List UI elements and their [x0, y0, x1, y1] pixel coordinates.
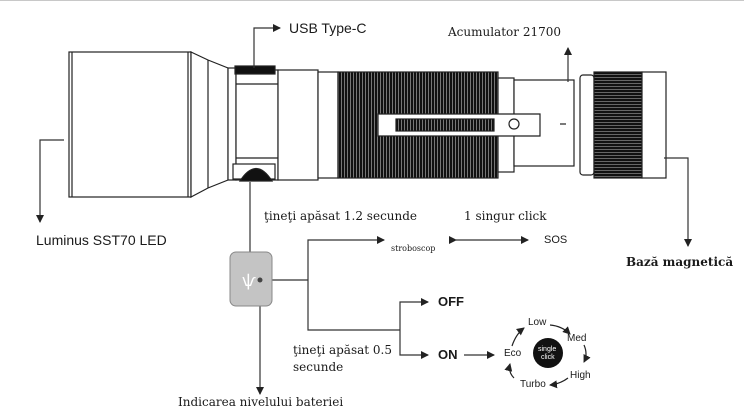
tail-knurl: [593, 71, 643, 179]
led-arrow: [36, 139, 64, 223]
flashlight-head: [68, 51, 237, 198]
on-label: ON: [438, 347, 458, 362]
strobe-label: stroboscop: [391, 244, 436, 253]
mode-cycle-arrows: [504, 324, 591, 389]
single-click-label: 1 singur click: [464, 209, 547, 223]
off-label: OFF: [438, 294, 464, 309]
magnetic-base-label: Bază magnetică: [626, 255, 734, 269]
head-taper: [190, 51, 229, 198]
flashlight-body: [277, 69, 575, 181]
led-label: Luminus SST70 LED: [36, 232, 167, 248]
single-click-line1: single: [538, 346, 557, 353]
battery-level-label: Indicarea nivelului bateriei: [178, 395, 344, 409]
tail-cap: [579, 71, 667, 179]
to-strobe-arrow: [307, 236, 385, 280]
hold-short-line1: ţineţi apăsat 0.5: [293, 343, 392, 357]
mode-turbo: Turbo: [520, 379, 546, 390]
mode-button-box: ѱ: [229, 251, 273, 307]
mode-high: High: [570, 370, 591, 381]
switch-collar: [232, 65, 279, 182]
lens-bezel: [68, 51, 192, 198]
mode-eco: Eco: [504, 348, 522, 359]
sos-label: SOS: [544, 234, 568, 246]
hold-short-line2: secunde: [293, 360, 344, 374]
side-switch: [238, 167, 274, 182]
mode-button: [229, 251, 273, 307]
single-click-circle: [533, 338, 563, 368]
to-on-arrow: [399, 330, 429, 359]
battery-indicator-icon: ѱ: [242, 271, 256, 290]
usb-arrow: [253, 24, 281, 68]
single-click-line2: click: [541, 354, 555, 361]
usb-port-cover: [234, 65, 276, 75]
magnetic-arrow: [664, 157, 692, 247]
to-off-arrow: [399, 298, 429, 330]
mode-low: Low: [528, 317, 547, 328]
top-border: [0, 0, 744, 1]
hold-long-label: ţineţi apăsat 1.2 secunde: [264, 209, 418, 223]
mode-med: Med: [567, 333, 587, 344]
battery-label: Acumulator 21700: [448, 25, 561, 39]
usb-label: USB Type-C: [289, 20, 367, 36]
